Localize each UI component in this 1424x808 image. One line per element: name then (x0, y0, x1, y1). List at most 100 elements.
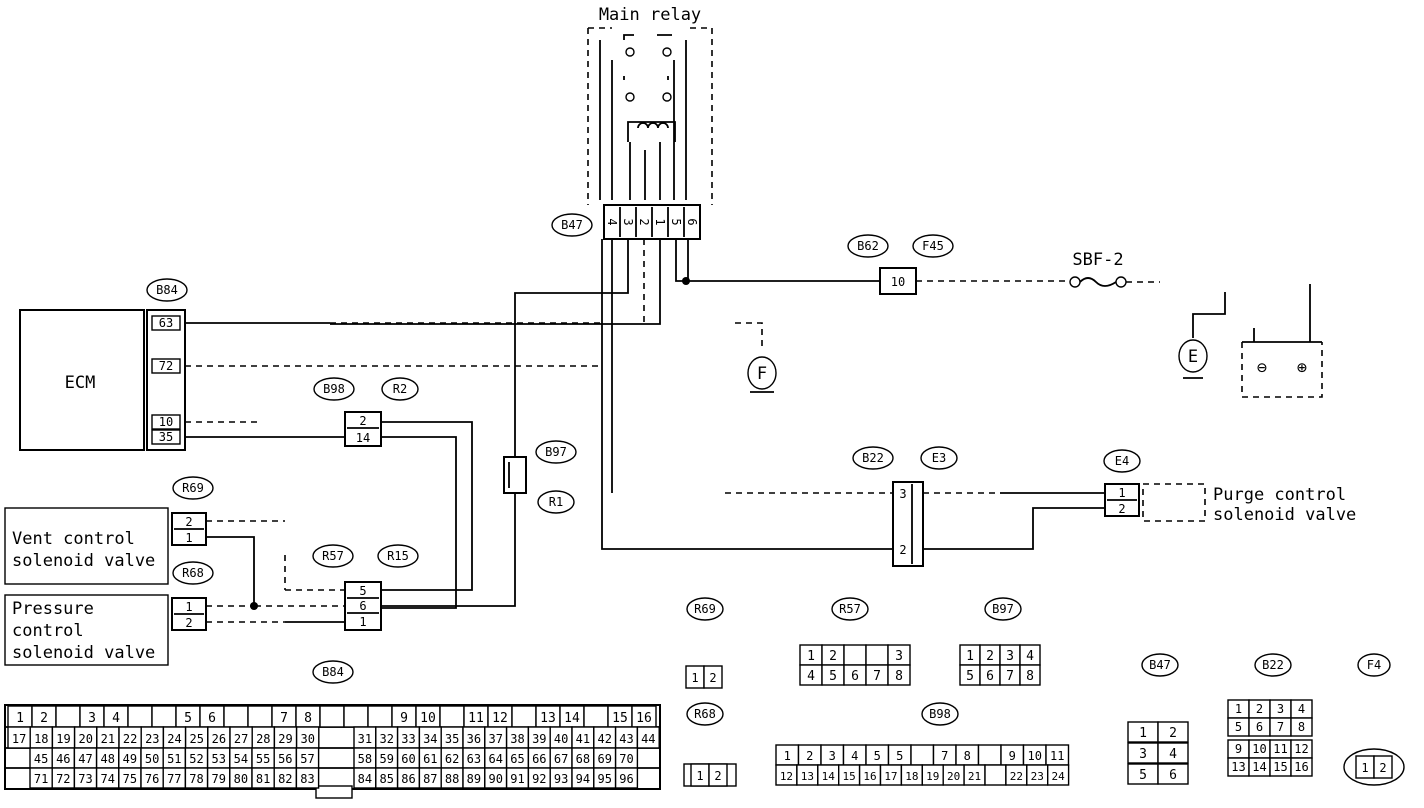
legend-pin-cell (1290, 757, 1313, 777)
legend-pin-label: 20 (78, 732, 92, 746)
tag-b62: B62 (847, 234, 889, 258)
relay-contacts (623, 34, 672, 102)
legend-pin-label: 45 (34, 752, 48, 766)
legend-pin-label: 6 (1256, 720, 1263, 734)
legend-pin-label: 5 (966, 669, 974, 684)
legend-pin-label: 19 (56, 732, 70, 746)
ecm-pin: 10 (159, 415, 173, 429)
legend-pin-cell (55, 705, 81, 728)
legend-pin-label: 78 (189, 772, 203, 786)
vent-control-valve: Vent control solenoid valve 2 1 R69 (4, 476, 214, 585)
legend-pin-label: 27 (234, 732, 248, 746)
legend-pin-label: 94 (576, 772, 590, 786)
legend-pin-label: 52 (189, 752, 203, 766)
b22-pin: 3 (899, 487, 906, 501)
legend-pin-label: 7 (1006, 669, 1014, 684)
ecm-pin: 63 (159, 316, 173, 330)
legend-pin-label: 68 (576, 752, 590, 766)
legend-pin-label: 86 (401, 772, 415, 786)
legend-pin-label: 15 (1273, 760, 1287, 774)
legend-pin-label: 22 (123, 732, 137, 746)
legend-pin-label: 7 (941, 749, 948, 763)
legend-pin-label: 23 (1031, 770, 1044, 783)
legend-pin-label: 3 (1006, 649, 1014, 664)
legend-pin-label: 11 (1050, 749, 1064, 763)
legend-pin-label: 5 (829, 669, 837, 684)
legend-pin-label: 60 (401, 752, 415, 766)
legend-pin-cell (343, 705, 369, 728)
legend-pin-cell (295, 767, 320, 789)
legend-pin-label: 50 (145, 752, 159, 766)
pressure-pin: 1 (185, 600, 192, 614)
legend-pin-label: 4 (1298, 702, 1305, 716)
legend-pin-label: 96 (619, 772, 633, 786)
tag-b47: B47 (551, 213, 593, 237)
purge-valve-line1: Purge control (1213, 485, 1346, 505)
r57-r15-connector: 5 6 1 R57 R15 (312, 544, 419, 631)
tag-e4: E4 (1103, 449, 1141, 473)
legend-pin-label: 79 (211, 772, 225, 786)
legend-pin-label: 14 (564, 711, 580, 726)
legend-pin-label: 6 (208, 711, 216, 726)
ecm-pin: 72 (159, 359, 173, 373)
legend-pin-label: 24 (167, 732, 181, 746)
legend-pin-label: 3 (829, 749, 836, 763)
r57-pin: 6 (359, 599, 366, 613)
battery-minus: ⊖ (1257, 358, 1267, 378)
legend-pin-label: 73 (78, 772, 92, 786)
b98-pin: 14 (356, 431, 370, 445)
r57-pin: 1 (359, 615, 366, 629)
legend-pin-label: 2 (829, 649, 837, 664)
svg-text:B47: B47 (561, 218, 583, 232)
legend-pin-label: 83 (300, 772, 314, 786)
tag-r68: R68 (172, 561, 214, 585)
junction-dot (682, 277, 690, 285)
legend-pin-label: 21 (101, 732, 115, 746)
legend-pin-label: 49 (123, 752, 137, 766)
legend-pin-label: 22 (1010, 770, 1023, 783)
legend-pin-label: 65 (510, 752, 524, 766)
vent-pin: 2 (185, 515, 192, 529)
legend-pin-label: 5 (874, 749, 881, 763)
legend-pin-label: 1 (807, 649, 815, 664)
b47-pin: 1 (653, 218, 667, 225)
legend-pin-cell (367, 705, 393, 728)
svg-text:F45: F45 (922, 239, 944, 253)
pressure-valve-line1: Pressure (12, 599, 94, 619)
legend-pin-label: 18 (34, 732, 48, 746)
vent-pin: 1 (185, 531, 192, 545)
svg-text:1: 1 (1361, 761, 1368, 775)
legend-pin-label: 64 (488, 752, 502, 766)
legend-pin-label: 6 (1169, 768, 1177, 783)
relay-coil-icon (627, 121, 676, 142)
legend-pin-label: 89 (467, 772, 481, 786)
legend-tag-b84: B84 (312, 660, 354, 684)
legend-pin-label: 28 (256, 732, 270, 746)
legend-pin-label: 35 (445, 732, 459, 746)
legend-pin-label: 42 (597, 732, 611, 746)
tag-f45: F45 (912, 234, 954, 258)
legend-pin-label: 21 (968, 770, 981, 783)
b47-pins: 4 3 2 1 5 6 (605, 207, 699, 237)
legend-pin-label: 80 (234, 772, 248, 786)
pressure-valve-line3: solenoid valve (12, 643, 155, 663)
legend-pin-label: 59 (379, 752, 393, 766)
tag-r1: R1 (537, 490, 575, 514)
legend-pin-label: 20 (947, 770, 960, 783)
legend-pin-label: 26 (212, 732, 226, 746)
legend-pin-label: 67 (554, 752, 568, 766)
legend-pin-label: 37 (488, 732, 502, 746)
b62-f45-connector: 10 B62 F45 (847, 234, 954, 295)
legend-pin-label: 31 (358, 732, 372, 746)
legend-pin-cell (223, 705, 249, 728)
legend-pin-label: 93 (554, 772, 568, 786)
legend-pin-label: 9 (1235, 742, 1242, 756)
legend-pin-label: 53 (211, 752, 225, 766)
legend-pin-label: 6 (851, 669, 859, 684)
svg-text:E: E (1188, 347, 1198, 367)
legend-pin-label: 4 (1169, 747, 1177, 762)
legend-pin-label: 40 (554, 732, 568, 746)
svg-text:2: 2 (1379, 761, 1386, 775)
